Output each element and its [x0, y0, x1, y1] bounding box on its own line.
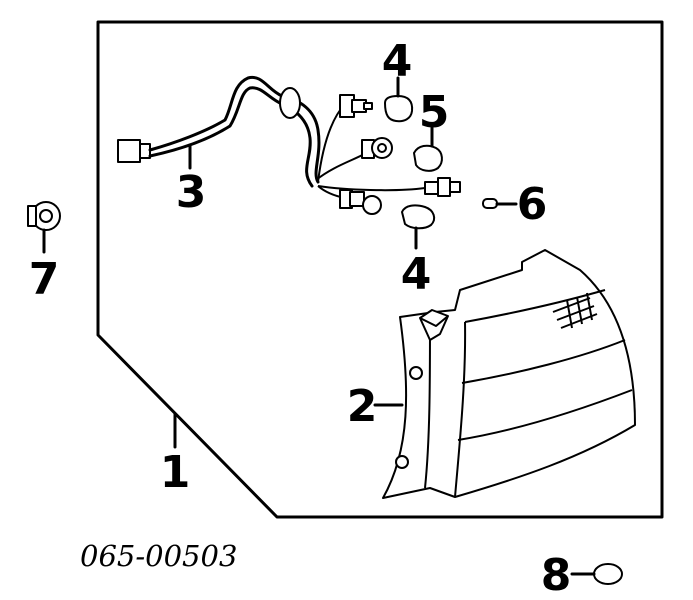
bulb-5: [413, 144, 443, 172]
part-8-icon: [593, 563, 623, 585]
callout-4-top: 4: [382, 36, 413, 87]
bulb-socket-side: [424, 177, 461, 197]
callout-6: 6: [517, 179, 548, 230]
callout-8: 8: [541, 550, 572, 600]
bulb-socket-middle: [361, 137, 393, 159]
lamp-housing: [382, 249, 636, 499]
callout-7: 7: [29, 254, 60, 305]
bulb-6: [482, 198, 498, 209]
callout-1: 1: [160, 447, 191, 498]
bulb-socket-upper: [339, 94, 373, 118]
assembly-frame: [96, 20, 664, 519]
callout-4-bottom: 4: [401, 249, 432, 300]
bulb-socket-lower: [339, 189, 382, 215]
bulb-4-upper: [384, 95, 414, 123]
callout-2: 2: [347, 381, 378, 432]
bulb-4-lower: [401, 204, 436, 230]
part-number: 065-00503: [80, 539, 237, 573]
callout-5: 5: [419, 87, 450, 138]
callout-3: 3: [176, 167, 207, 218]
clip-7: [27, 201, 61, 231]
